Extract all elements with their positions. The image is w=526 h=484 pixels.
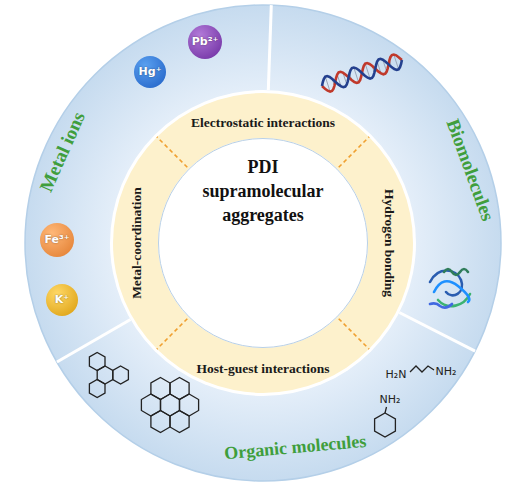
ion-label: Hg⁺	[139, 66, 162, 79]
benzene-ring	[89, 353, 105, 371]
protein-ribbon	[434, 281, 469, 302]
dna-strand	[322, 55, 402, 92]
ion-circle: Pb²⁺	[188, 25, 222, 59]
interaction-sector: Metal-coordination	[127, 187, 145, 299]
benzene-ring	[113, 366, 129, 384]
ion-circle: Hg⁺	[134, 56, 166, 88]
interaction-sector: Hydrogen bonding	[381, 189, 399, 297]
outer-ring	[25, 5, 501, 481]
ion-label: Fe³⁺	[44, 234, 69, 247]
protein-icon	[430, 269, 470, 308]
sector-label: Electrostatic interactions	[191, 115, 335, 130]
molecule-drawings	[89, 353, 434, 438]
protein-helix	[444, 269, 468, 275]
inner-ring	[113, 93, 413, 393]
interaction-sector: Electrostatic interactions	[191, 113, 335, 131]
sector-label: Metal ions	[35, 109, 90, 196]
center-circle: PDI supramolecular aggregates	[158, 138, 368, 348]
dashed-divider	[157, 137, 187, 167]
ion-label: K⁺	[55, 294, 69, 307]
sector-label: Biomolecules	[441, 116, 498, 224]
ion-circle: Fe³⁺	[40, 223, 74, 257]
sector-divider	[399, 313, 475, 352]
ion-label: Pb²⁺	[192, 36, 219, 49]
dashed-divider	[339, 137, 369, 167]
benzene-ring	[151, 378, 170, 400]
chemical-group: H₂N	[386, 368, 407, 381]
dna-strand	[322, 59, 402, 87]
sector-dividers	[57, 5, 475, 362]
benzene-ring	[170, 411, 189, 433]
protein-ribbon	[430, 303, 452, 307]
bond-line	[385, 407, 387, 413]
dashed-divider	[157, 319, 187, 349]
chemical-group: NH₂	[380, 393, 401, 406]
sector-label: Metal-coordination	[129, 187, 144, 299]
sector-label: Organic molecules	[223, 430, 367, 463]
ion-circle: K⁺	[46, 284, 78, 316]
sector-label: Host-guest interactions	[197, 361, 330, 376]
sector-label: Hydrogen bonding	[382, 189, 397, 297]
interaction-sector: Host-guest interactions	[197, 359, 330, 377]
benzene-ring	[170, 378, 189, 400]
sector-divider	[57, 320, 131, 363]
benzene-ring	[375, 413, 396, 437]
inner-dividers	[157, 137, 369, 349]
gap-ring	[110, 90, 416, 396]
benzene-ring	[89, 380, 105, 398]
dna-icon	[322, 55, 402, 92]
sector-divider	[268, 5, 271, 90]
center-title: PDI supramolecular aggregates	[188, 155, 338, 227]
alkyl-chain	[410, 366, 434, 372]
chemical-group: NH₂	[436, 365, 457, 378]
center-disc	[158, 138, 368, 348]
protein-ribbon	[438, 294, 470, 306]
dashed-divider	[339, 319, 369, 349]
